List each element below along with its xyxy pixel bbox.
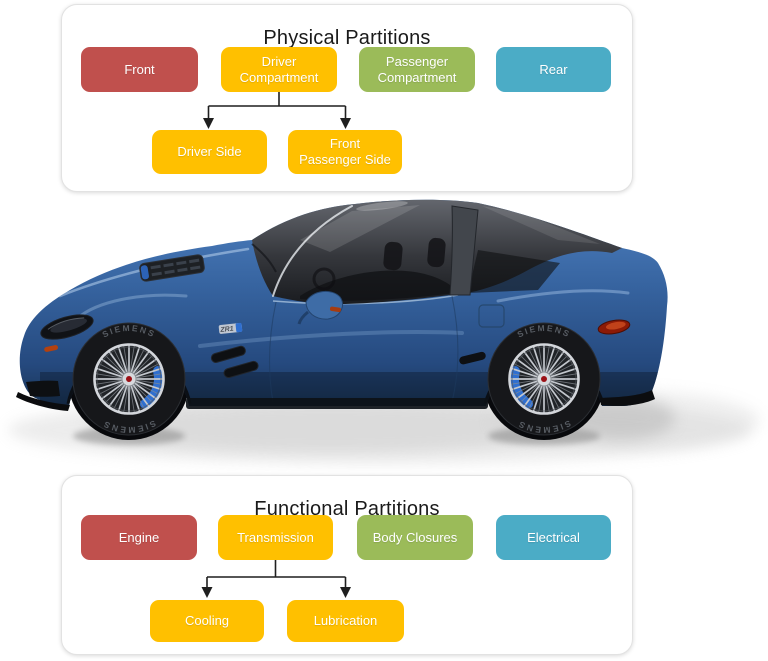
box-front: Front [81,47,198,92]
side-gills [210,345,259,379]
headlight [40,314,94,340]
box-driver-compartment: Driver Compartment [221,47,337,92]
windshield-trim [272,205,353,297]
box-rear: Rear [496,47,611,92]
front-splitter [16,392,70,411]
wiper [251,243,277,273]
box-electrical: Electrical [496,515,611,560]
functional-partitions-panel: Functional Partitions Engine Transmissio… [61,475,633,655]
rear-wheel: SIEMENS SIEMENS [487,322,601,436]
car-illustration: ZR1 [8,199,760,464]
functional-partitions-title: Functional Partitions [254,497,440,520]
steering-wheel [312,267,336,291]
front-side-marker [44,345,59,352]
car-roof-glass [251,199,622,305]
glass-reflection [300,205,420,252]
rear-rim [508,343,580,415]
box-front-passenger-side: Front Passenger Side [288,130,402,174]
svg-text:ZR1: ZR1 [219,326,234,334]
box-lubrication: Lubrication [287,600,404,642]
b-pillar [449,205,479,296]
box-cooling: Cooling [150,600,264,642]
front-center-cap [126,376,132,382]
front-wheel: SIEMENS SIEMENS [72,322,186,436]
driver-seat [383,241,403,271]
door-seam-rear [451,295,459,403]
rocker-panel [186,398,488,409]
fuel-door [478,304,505,328]
physical-partitions-panel: Physical Partitions Front Driver Compart… [61,4,633,192]
passenger-seat [427,237,446,268]
box-transmission: Transmission [218,515,333,560]
zr1-badge: ZR1 [218,322,243,334]
rear-diffuser [600,390,655,406]
box-passenger-compartment: Passenger Compartment [359,47,475,92]
box-body-closures: Body Closures [357,515,473,560]
door-seam-front [268,301,277,403]
physical-partitions-title: Physical Partitions [263,26,431,49]
cabin-interior-shadow [300,270,455,301]
box-engine: Engine [81,515,197,560]
mirror-reflector [329,306,341,313]
glass-reflection [482,206,600,244]
front-rim [93,343,165,415]
door-mirror [297,290,343,325]
box-driver-side: Driver Side [152,130,267,174]
hood-vent [139,254,205,282]
front-intake [26,380,60,397]
rear-quarter-vent [459,351,486,365]
rear-center-cap [541,376,547,382]
taillight [597,319,631,335]
